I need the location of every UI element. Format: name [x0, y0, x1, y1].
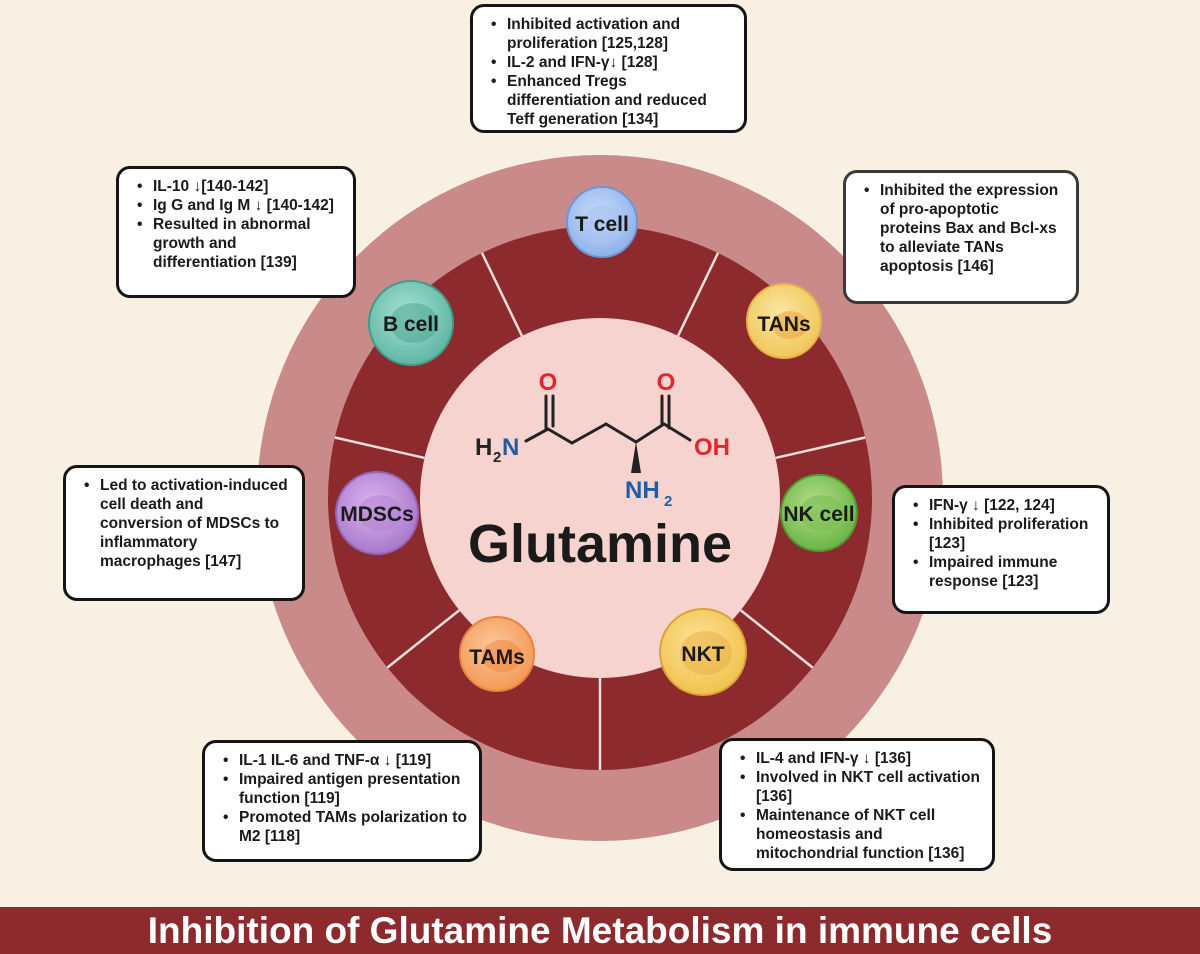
cell-label: B cell: [383, 313, 439, 336]
cell-nucleus: [482, 640, 522, 672]
t-cell-effects: Inhibited activation and proliferation […: [491, 15, 732, 129]
segment-divider: [676, 252, 720, 337]
center-title: Glutamine: [468, 514, 732, 574]
segment-divider: [480, 252, 524, 337]
b-cell: B cell: [368, 280, 454, 366]
segment-divider: [386, 609, 461, 669]
effect-item: Impaired immune response [123]: [913, 553, 1095, 591]
effect-item: Inhibited activation and proliferation […: [491, 15, 732, 53]
title-banner: Inhibition of Glutamine Metabolism in im…: [0, 907, 1200, 954]
cell-label: TANs: [757, 313, 810, 336]
t-cell: T cell: [566, 186, 638, 258]
bond: [570, 422, 608, 445]
oxygen-atom: O: [539, 369, 558, 396]
cell-label: T cell: [575, 213, 629, 236]
cell-label: TAMs: [469, 646, 525, 669]
cell-nucleus: [772, 311, 808, 339]
effect-item: IL-4 and IFN-γ ↓ [136]: [740, 749, 980, 768]
center-disc: [420, 318, 780, 678]
tams-callout: IL-1 IL-6 and TNF-α ↓ [119] Impaired ant…: [202, 740, 482, 862]
cell-nucleus: [583, 205, 625, 241]
hydrogen-label: H: [475, 434, 492, 461]
tans-cell: TANs: [746, 283, 822, 359]
cell-nucleus: [680, 631, 732, 675]
nkt-cell: NKT: [659, 608, 747, 696]
amine-label: NH: [625, 477, 660, 504]
bond: [604, 422, 638, 444]
segment-dividers: [334, 252, 866, 770]
tans-callout: Inhibited the expression of pro-apoptoti…: [843, 170, 1079, 304]
mdscs-effects: Led to activation-induced cell death and…: [84, 476, 290, 571]
subscript-two: 2: [664, 493, 672, 510]
glutamine-structure: [524, 394, 692, 445]
segment-divider: [739, 609, 814, 669]
effect-item: IL-10 ↓[140-142]: [137, 177, 341, 196]
effect-item: Involved in NKT cell activation [136]: [740, 768, 980, 806]
effect-item: Inhibited proliferation [123]: [913, 515, 1095, 553]
cell-label: NKT: [681, 643, 724, 666]
cell-label: NK cell: [783, 503, 854, 526]
subscript-two: 2: [493, 449, 501, 466]
segment-divider: [334, 436, 425, 460]
tams-cell: TAMs: [459, 616, 535, 692]
tans-effects: Inhibited the expression of pro-apoptoti…: [864, 181, 1064, 276]
bond: [546, 427, 574, 445]
nitrogen-atom: N: [502, 434, 519, 461]
nkt-effects: IL-4 and IFN-γ ↓ [136] Involved in NKT c…: [740, 749, 980, 863]
wedge-bond: [631, 442, 641, 473]
mdscs-cell: MDSCs: [335, 471, 419, 555]
effect-item: Promoted TAMs polarization to M2 [118]: [223, 808, 467, 846]
bond: [634, 422, 666, 444]
cell-label: MDSCs: [340, 503, 414, 526]
hydroxyl-label: OH: [694, 434, 730, 461]
cell-nucleus: [358, 495, 402, 531]
nk-cell-callout: IFN-γ ↓ [122, 124] Inhibited proliferati…: [892, 485, 1110, 614]
nk-cell-effects: IFN-γ ↓ [122, 124] Inhibited proliferati…: [913, 496, 1095, 591]
effect-item: Impaired antigen presentation function […: [223, 770, 467, 808]
tams-effects: IL-1 IL-6 and TNF-α ↓ [119] Impaired ant…: [223, 751, 467, 846]
cell-nucleus: [800, 495, 844, 531]
bond: [524, 427, 550, 443]
effect-item: Resulted in abnormal growth and differen…: [137, 215, 341, 272]
cell-nucleus: [390, 303, 438, 343]
nkt-callout: IL-4 and IFN-γ ↓ [136] Involved in NKT c…: [719, 738, 995, 871]
segment-divider: [775, 436, 866, 460]
effect-item: IL-2 and IFN-γ↓ [128]: [491, 53, 732, 72]
b-cell-callout: IL-10 ↓[140-142] Ig G and Ig M ↓ [140-14…: [116, 166, 356, 298]
oxygen-atom: O: [657, 369, 676, 396]
effect-item: IFN-γ ↓ [122, 124]: [913, 496, 1095, 515]
nk-cell: NK cell: [780, 474, 858, 552]
effect-item: Led to activation-induced cell death and…: [84, 476, 290, 571]
t-cell-callout: Inhibited activation and proliferation […: [470, 4, 747, 133]
effect-item: Maintenance of NKT cell homeostasis and …: [740, 806, 980, 863]
effect-item: Ig G and Ig M ↓ [140-142]: [137, 196, 341, 215]
effect-item: IL-1 IL-6 and TNF-α ↓ [119]: [223, 751, 467, 770]
b-cell-effects: IL-10 ↓[140-142] Ig G and Ig M ↓ [140-14…: [137, 177, 341, 272]
mdscs-callout: Led to activation-induced cell death and…: [63, 465, 305, 601]
effect-item: Inhibited the expression of pro-apoptoti…: [864, 181, 1064, 276]
effect-item: Enhanced Tregs differentiation and reduc…: [491, 72, 732, 129]
